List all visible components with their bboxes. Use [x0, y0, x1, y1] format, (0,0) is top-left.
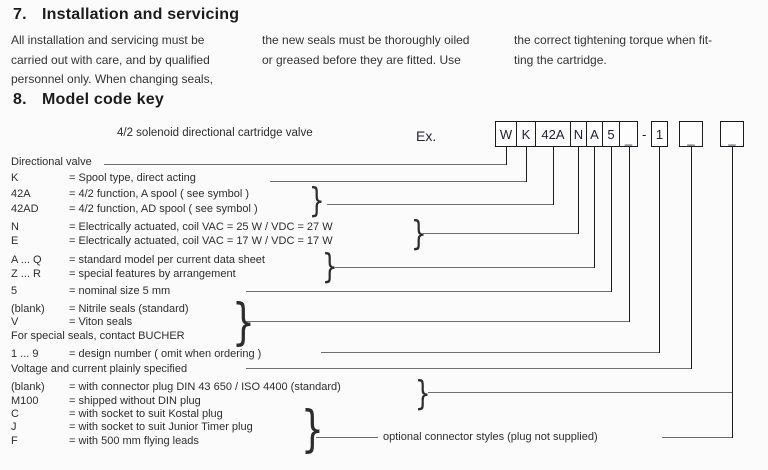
connector-line: [428, 392, 733, 393]
connector-line: [526, 147, 527, 182]
section8-number: 8.: [13, 91, 27, 108]
section8-heading: 8. Model code key: [13, 91, 164, 109]
model-code-caption: 4/2 solenoid directional cartridge valve: [117, 127, 313, 139]
connector-line: [316, 437, 378, 438]
brace-aq-zr: }: [322, 247, 338, 287]
code-key-row-m100: M100= shipped without DIN plug: [11, 395, 201, 407]
section7-paragraph-col2: the new seals must be thoroughly oiled o…: [262, 33, 470, 67]
code-key-row-zr: Z ... R= special features by arrangement: [11, 268, 236, 280]
connector-line: [732, 147, 733, 438]
code-cell-design: 1: [651, 121, 668, 147]
code-key-row-viton: V= Viton seals: [11, 316, 133, 328]
connector-line: [553, 147, 554, 205]
code-key-row-design-number: 1 ... 9= design number ( omit when order…: [11, 348, 262, 360]
code-key-row-42ad: 42AD= 4/2 function, AD spool ( see symbo…: [11, 203, 258, 215]
code-key-row-e: E= Electrically actuated, coil VAC = 17 …: [11, 235, 333, 247]
section7-heading: 7. Installation and servicing: [13, 6, 239, 24]
code-key-row-din-plug: (blank)= with connector plug DIN 43 650 …: [11, 381, 341, 393]
code-cell-k: K: [516, 121, 535, 147]
connector-line: [327, 204, 554, 205]
connector-line: [246, 368, 692, 369]
connector-line: [335, 267, 595, 268]
code-key-row-k: K= Spool type, direct acting: [11, 172, 196, 184]
connector-line: [506, 147, 507, 165]
connector-line: [659, 147, 660, 353]
section8-title: Model code key: [42, 91, 164, 108]
brace-n-e: }: [411, 214, 427, 254]
section7-paragraph-col3: the correct tightening torque when fit- …: [514, 33, 713, 67]
code-key-row-nitrile: (blank)= Nitrile seals (standard): [11, 303, 189, 315]
connector-line: [246, 321, 630, 322]
connector-line: [423, 233, 579, 234]
connector-line: [246, 291, 612, 292]
optional-connector-note: optional connector styles (plug not supp…: [383, 431, 598, 443]
code-key-row-n: N= Electrically actuated, coil VAC = 25 …: [11, 221, 333, 233]
code-key-row-aq: A ... Q= standard model per current data…: [11, 254, 265, 266]
example-label: Ex.: [416, 128, 437, 144]
code-cell-5: 5: [602, 121, 619, 147]
code-cell-connector-blank: _: [720, 121, 744, 147]
code-cell-a: A: [586, 121, 602, 147]
code-key-row-f: F= with 500 mm flying leads: [11, 435, 199, 447]
model-code-box-group: W K 42A N A 5 _: [495, 121, 638, 147]
connector-line: [104, 164, 507, 165]
section7-paragraph-col1: All installation and servicing must be c…: [11, 33, 213, 86]
connector-line: [691, 147, 692, 369]
connector-line: [270, 181, 527, 182]
code-key-row-voltage: Voltage and current plainly specified: [11, 363, 188, 375]
code-cell-n: N: [570, 121, 586, 147]
connector-line: [594, 147, 595, 268]
section7-number: 7.: [13, 6, 27, 23]
brace-din-m100: }: [415, 374, 431, 414]
connector-line: [662, 437, 733, 438]
brace-42a-42ad: }: [309, 181, 325, 221]
code-key-row-42a: 42A= 4/2 function, A spool ( see symbol …: [11, 188, 250, 200]
brace-c-j-f: }: [301, 400, 324, 458]
code-cell-seal-blank: _: [619, 121, 638, 147]
code-cell-w: W: [495, 121, 516, 147]
connector-line: [629, 147, 630, 322]
connector-line: [321, 352, 660, 353]
code-key-row-directional-valve: Directional valve: [11, 156, 92, 168]
code-separator-dash: -: [642, 126, 647, 142]
connector-line: [611, 147, 612, 292]
section7-title: Installation and servicing: [42, 6, 240, 23]
code-key-row-c: C= with socket to suit Kostal plug: [11, 408, 223, 420]
code-cell-42a: 42A: [535, 121, 570, 147]
code-cell-voltage-blank: _: [679, 121, 703, 147]
code-key-row-special-seals: For special seals, contact BUCHER: [11, 330, 185, 342]
code-key-row-j: J= with socket to suit Junior Timer plug: [11, 421, 253, 433]
brace-seals: }: [232, 293, 255, 351]
connector-line: [578, 147, 579, 234]
code-key-row-5: 5= nominal size 5 mm: [11, 285, 171, 297]
